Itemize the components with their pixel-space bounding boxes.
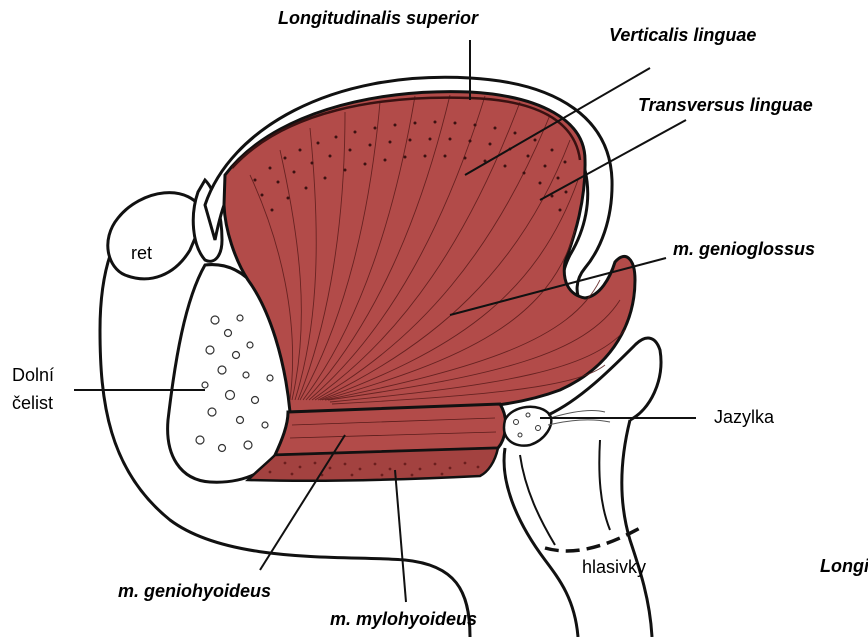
lip-shape [108,193,205,279]
label-m-genioglossus: m. genioglossus [673,240,815,260]
leader-mylohyoideus [395,470,406,602]
label-m-geniohyoideus: m. geniohyoideus [118,582,271,602]
label-hlasivky: hlasivky [582,558,646,578]
vocal-folds-dashed [545,528,640,551]
label-celist: čelist [12,394,53,414]
label-verticalis-linguae: Verticalis linguae [609,26,756,46]
label-jazylka: Jazylka [714,408,774,428]
label-longitudinalis-superior: Longitudinalis superior [278,9,478,29]
label-m-mylohyoideus: m. mylohyoideus [330,610,477,630]
label-dolni: Dolní [12,366,54,386]
geniohyoideus-muscle [275,404,506,455]
label-longi-partial: Longi [820,557,868,577]
larynx-front [504,448,578,637]
label-ret: ret [131,244,152,264]
larynx-inner [520,440,610,545]
label-transversus-linguae: Transversus linguae [638,96,813,116]
